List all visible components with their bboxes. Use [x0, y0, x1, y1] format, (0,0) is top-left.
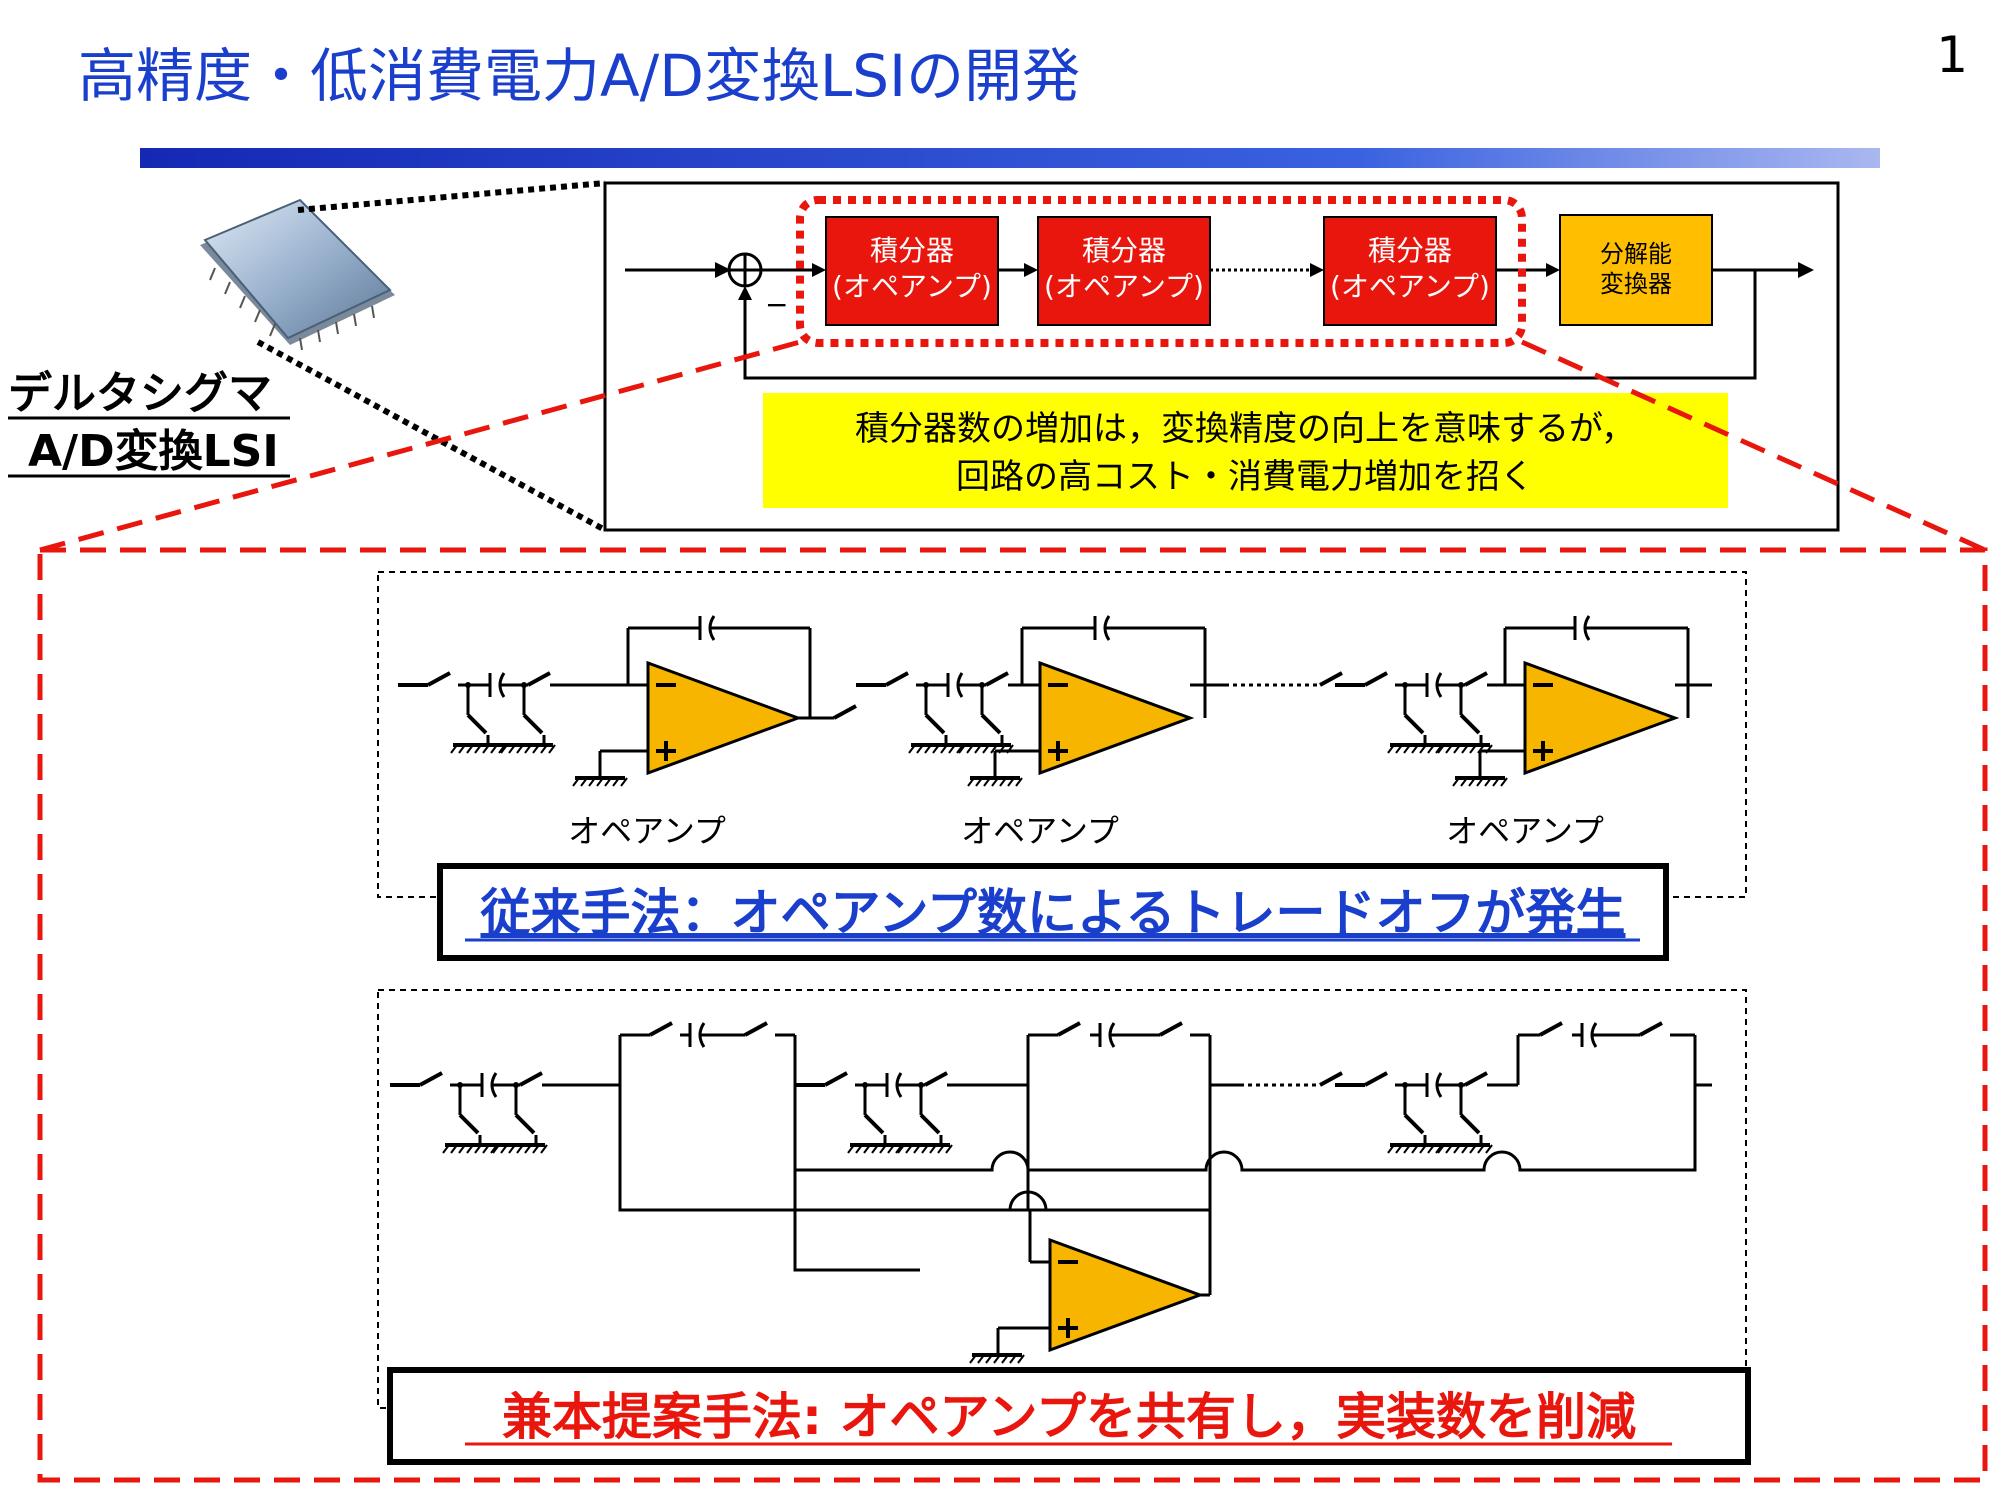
conventional-caption: 従来手法：オペアンプ数によるトレードオフが発生: [437, 863, 1669, 961]
title-rule: [140, 148, 1880, 168]
proposed-circuit-panel: 兼本提案手法: オペアンプを共有し，実装数を削減: [377, 989, 1751, 1465]
quantizer-block: 分解能 変換器: [1559, 214, 1713, 326]
chip-label: デルタシグマ A/D変換LSI: [8, 368, 290, 478]
integrator-1-label-line1: 積分器: [870, 234, 954, 267]
opamp-label-1: オペアンプ: [568, 812, 726, 850]
integrator-block-3: 積分器 (オペアンプ): [1323, 216, 1497, 326]
opamp-icon-2: [1038, 661, 1192, 775]
conventional-caption-text: 従来手法：オペアンプ数によるトレードオフが発生: [480, 884, 1626, 942]
integrator-2-label-line1: 積分器: [1082, 234, 1166, 267]
opamp-label-3: オペアンプ: [1446, 812, 1604, 850]
integrator-block-1: 積分器 (オペアンプ): [825, 216, 999, 326]
quantizer-label-line1: 分解能: [1600, 240, 1672, 268]
conventional-stage-1: オペアンプ: [398, 614, 857, 850]
lsi-chip-icon: [200, 198, 395, 351]
expansion-callout: [37, 339, 1988, 1483]
opamp-icon-1: [646, 661, 800, 775]
tradeoff-note-line1: 積分器数の増加は，変換精度の向上を意味するが，: [855, 409, 1635, 449]
page-number: 1: [1936, 26, 1968, 84]
integrator-3-label-line1: 積分器: [1368, 234, 1452, 267]
chip-label-line1: デルタシグマ: [8, 368, 272, 419]
conventional-stage-3: オペアンプ: [1319, 614, 1712, 850]
opamp-label-2: オペアンプ: [961, 812, 1119, 850]
integrator-2-label-line2: (オペアンプ): [1044, 270, 1204, 303]
feedback-minus-sign: −: [765, 288, 788, 321]
integrators-highlight: [796, 196, 1526, 347]
tradeoff-note-line2: 回路の高コスト・消費電力増加を招く: [956, 457, 1534, 497]
integrator-block-2: 積分器 (オペアンプ): [1037, 216, 1211, 326]
integrator-1-label-line2: (オペアンプ): [832, 270, 992, 303]
slide-title: 高精度・低消費電力A/D変換LSIの開発: [78, 42, 1080, 110]
tradeoff-note: 積分器数の増加は，変換精度の向上を意味するが， 回路の高コスト・消費電力増加を招…: [763, 393, 1728, 508]
zoom-lines: [256, 180, 607, 533]
block-diagram-panel: − 積分器 (オペアンプ) 積分器 (オペアンプ) 積分器 (オペアンプ): [603, 181, 1840, 532]
quantizer-label-line2: 変換器: [1600, 270, 1672, 298]
chip-label-line2: A/D変換LSI: [28, 426, 279, 477]
conventional-stage-2: オペアンプ: [856, 614, 1320, 850]
integrator-3-label-line2: (オペアンプ): [1330, 270, 1490, 303]
summing-junction-icon: [727, 252, 763, 288]
proposed-caption: 兼本提案手法: オペアンプを共有し，実装数を削減: [387, 1367, 1751, 1465]
conventional-circuit-panel: オペアンプ オペアンプ: [377, 571, 1747, 961]
proposed-caption-text: 兼本提案手法: オペアンプを共有し，実装数を削減: [502, 1388, 1636, 1446]
opamp-icon-3: [1523, 661, 1677, 775]
shared-opamp-icon: [1048, 1238, 1202, 1352]
